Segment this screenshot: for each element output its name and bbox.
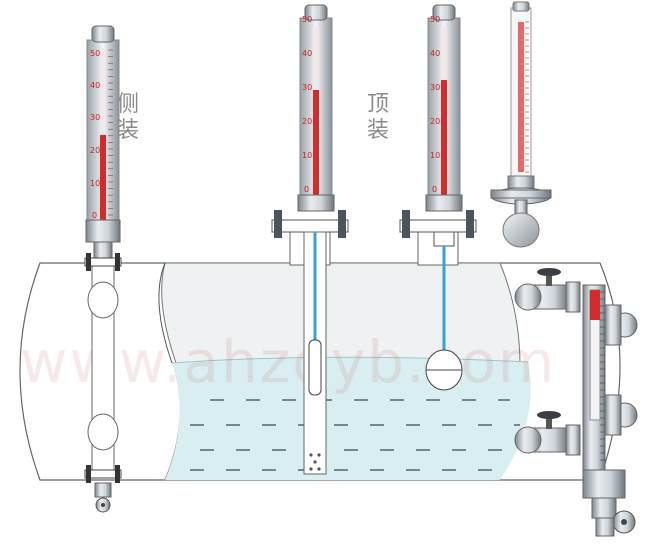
scale-0: 0	[92, 211, 97, 220]
scale-30: 30	[302, 83, 312, 92]
side-mount-label: 侧 装	[116, 92, 140, 144]
scale-10: 10	[90, 179, 100, 188]
top-mount-gauge-with-guide-tube: 50 40 30 20 10 0	[297, 4, 335, 475]
float-ball-icon	[425, 349, 463, 391]
side-mount-label-char-2: 装	[116, 118, 139, 143]
scale-50: 50	[430, 15, 440, 24]
gate-valve-icon	[537, 268, 561, 286]
scale-40: 40	[302, 49, 312, 58]
top-mount-label-char-1: 顶	[366, 92, 389, 117]
scale-40: 40	[430, 49, 440, 58]
top-mount-label: 顶 装	[366, 92, 390, 144]
scale-50: 50	[302, 15, 312, 24]
scale-20: 20	[430, 117, 440, 126]
scale-40: 40	[90, 81, 100, 90]
scale-0: 0	[432, 185, 437, 194]
top-mount-label-char-2: 装	[366, 118, 389, 143]
scale-30: 30	[430, 83, 440, 92]
top-mount-gauge-with-ball-float: 50 40 30 20 10 0	[425, 4, 463, 391]
scale-30: 30	[90, 113, 100, 122]
side-mount-label-char-1: 侧	[116, 92, 139, 117]
scale-0: 0	[304, 185, 309, 194]
scale-10: 10	[430, 151, 440, 160]
scale-20: 20	[90, 146, 100, 155]
drain-valve-icon	[94, 482, 112, 513]
bypass-magnetic-gauge	[514, 268, 638, 537]
scale-10: 10	[302, 151, 312, 160]
scale-20: 20	[302, 117, 312, 126]
gate-valve-icon	[537, 411, 561, 429]
scale-50: 50	[90, 49, 100, 58]
side-mount-gauge: 50 40 30 20 10 0	[84, 25, 122, 513]
standalone-flanged-gauge	[490, 1, 552, 248]
